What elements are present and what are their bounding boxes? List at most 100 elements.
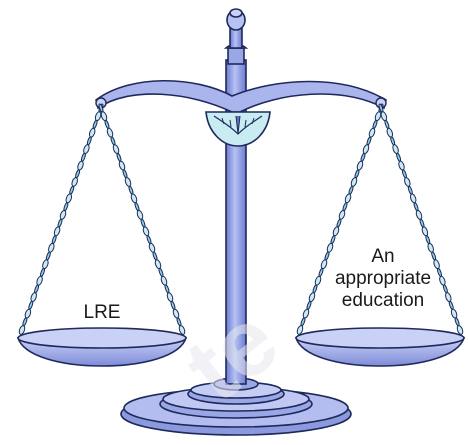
chain-link [94, 111, 102, 122]
chain-link [69, 185, 75, 195]
chain-link [100, 111, 108, 122]
chain-link [413, 202, 419, 212]
chain-link [348, 185, 354, 195]
chain-link [398, 160, 405, 171]
chain-link [130, 193, 138, 204]
chain-link [24, 308, 32, 319]
chain-link [401, 169, 407, 179]
chain-link [164, 284, 170, 294]
balance-beam [95, 79, 387, 113]
chain-link [122, 169, 128, 179]
chain-link [136, 210, 144, 220]
right-pan-label: An appropriate education [318, 246, 448, 312]
chain-link [148, 242, 156, 253]
chain-link [36, 275, 43, 286]
chain-link [18, 325, 26, 335]
chain-link [112, 144, 120, 154]
chain-link [63, 202, 69, 212]
chain-link [306, 300, 312, 310]
chain-link [124, 177, 132, 187]
chain-link [338, 210, 346, 220]
chain-link [386, 127, 394, 138]
chain-link [42, 259, 49, 270]
chain-link [296, 325, 304, 335]
chain-link [166, 292, 174, 302]
chains [18, 103, 464, 335]
right-pan-label-line-1: An [371, 246, 395, 267]
chain-link [75, 169, 81, 179]
chain-link [302, 308, 310, 319]
chain-link [30, 292, 37, 303]
chain-link [419, 218, 425, 228]
chain-link [40, 267, 45, 277]
left-pan [16, 327, 188, 367]
chain-link [140, 218, 146, 228]
chain-link [154, 259, 162, 270]
chain-link [354, 169, 360, 179]
chain-link [372, 119, 378, 129]
chain-link [65, 193, 73, 204]
chain-link [392, 144, 399, 155]
chain-link [336, 218, 342, 228]
chain-link [146, 235, 152, 245]
chain-link [134, 202, 140, 212]
top-finial [223, 8, 249, 65]
chain-link [51, 235, 57, 245]
chain-link [454, 317, 460, 327]
chain-link [45, 251, 51, 261]
chain-link [396, 152, 402, 162]
chain-link [172, 308, 180, 319]
chain-link [116, 152, 122, 162]
chain-link [362, 144, 370, 154]
chain-link [28, 300, 34, 310]
chain-link [118, 160, 126, 171]
chain-link [158, 267, 164, 277]
chain-link [80, 152, 86, 162]
chain-link [425, 235, 431, 245]
chain-link [170, 300, 176, 310]
chain-link [448, 300, 454, 310]
chain-link [22, 317, 28, 327]
chain-link [344, 193, 352, 204]
left-pan-label: LRE [83, 302, 121, 323]
chain-link [332, 226, 340, 237]
chain-link [356, 160, 364, 171]
chain-link [152, 251, 158, 261]
chain-link [77, 160, 84, 171]
chain-link [366, 136, 372, 146]
chain-link [34, 284, 40, 294]
chain-link [456, 325, 464, 335]
chain-link [384, 119, 390, 129]
chain-link [178, 325, 186, 335]
chain-link [88, 127, 96, 138]
pivot-dial [205, 111, 271, 147]
chain-link [142, 226, 150, 237]
chain-link [128, 185, 134, 195]
chain-link [390, 136, 396, 146]
chain-link [176, 317, 182, 327]
chain-link [86, 136, 92, 146]
chain-link [350, 177, 358, 187]
right-pan [294, 327, 466, 367]
right-pan-label-line-2: appropriate [334, 268, 432, 289]
chain-link [59, 209, 67, 220]
chain-link [415, 209, 423, 220]
chain-link [53, 226, 61, 237]
chain-link [48, 242, 55, 253]
chain-link [57, 218, 63, 228]
chain-link [404, 177, 411, 187]
chain-link [83, 144, 90, 155]
chain-link [92, 119, 98, 129]
chain-link [450, 308, 458, 319]
chain-link [374, 111, 382, 122]
chain-link [380, 111, 388, 122]
chain-link [308, 292, 316, 302]
chain-link [330, 235, 336, 245]
scale-base [120, 377, 352, 436]
chain-link [312, 284, 318, 294]
chain-link [300, 317, 306, 327]
chain-link [110, 136, 116, 146]
chain-link [71, 177, 78, 187]
chain-link [409, 193, 417, 204]
